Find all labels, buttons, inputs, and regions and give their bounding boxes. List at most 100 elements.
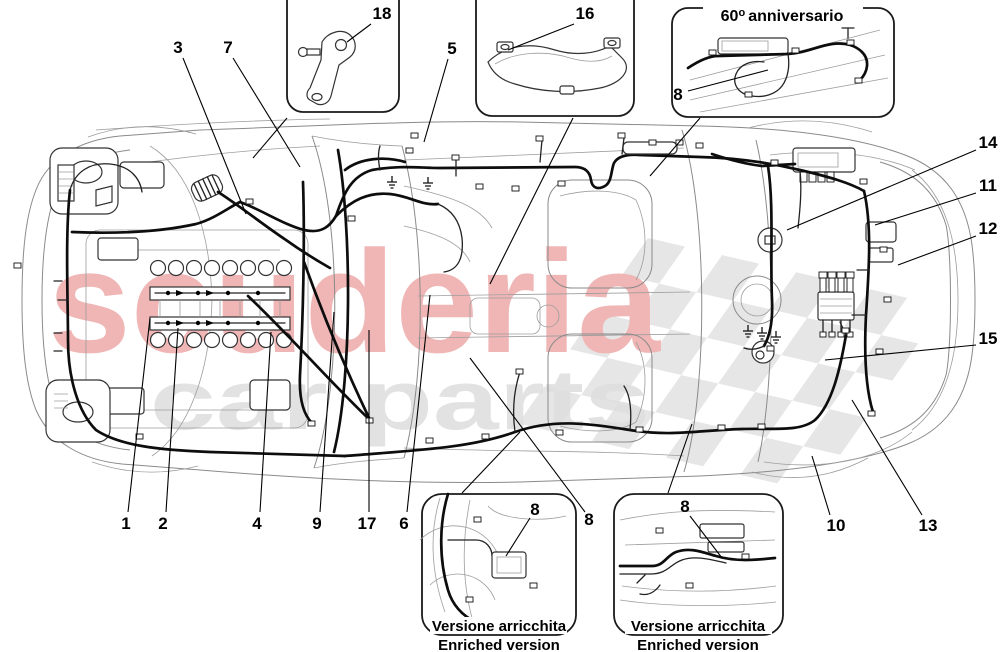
leader-11 bbox=[874, 192, 977, 226]
enriched-left-drawing bbox=[419, 492, 567, 624]
inset-enriched-left: 8 Versione arricchita Enriched version bbox=[419, 431, 577, 652]
flag-cell bbox=[781, 317, 845, 364]
callout-10: 10 bbox=[827, 516, 846, 535]
caption-en-right: Enriched version bbox=[637, 637, 759, 652]
leader-2 bbox=[165, 327, 179, 513]
flag-cell bbox=[707, 300, 771, 347]
flag-cell bbox=[792, 363, 856, 410]
leader-3 bbox=[182, 57, 247, 215]
wiring-harness bbox=[53, 137, 875, 458]
cover-part-drawing bbox=[487, 37, 628, 95]
callout-3: 3 bbox=[173, 38, 182, 57]
callout-16: 16 bbox=[576, 4, 595, 23]
title-degree: o bbox=[738, 7, 745, 19]
inset-cover: 16 bbox=[475, 0, 635, 285]
flag-cell bbox=[803, 409, 867, 455]
flag-cell bbox=[729, 392, 793, 438]
cylinder-bank-top bbox=[149, 259, 293, 277]
leader-7 bbox=[232, 57, 301, 168]
flag-cell bbox=[581, 357, 645, 404]
flag-cell bbox=[518, 386, 582, 433]
leader-18 bbox=[346, 23, 372, 43]
callout-9: 9 bbox=[312, 514, 321, 533]
cabin-seats bbox=[469, 179, 782, 443]
inset-bracket-pointer bbox=[252, 117, 288, 159]
callout-18: 18 bbox=[373, 4, 392, 23]
leader-15 bbox=[824, 344, 977, 361]
flag-cell bbox=[696, 255, 760, 301]
headlight-left-top bbox=[49, 147, 119, 215]
callout-14: 14 bbox=[979, 133, 998, 152]
flag-cell bbox=[666, 420, 730, 467]
engine-block bbox=[85, 174, 309, 429]
leader-1 bbox=[127, 317, 151, 513]
callout-7: 7 bbox=[223, 38, 232, 57]
leader-13 bbox=[851, 399, 923, 516]
flag-cell bbox=[644, 329, 708, 375]
watermark-subtitle: car parts bbox=[150, 353, 650, 447]
leader-12 bbox=[897, 235, 977, 266]
leader-5 bbox=[423, 58, 449, 143]
title-anniversario: anniversario bbox=[748, 8, 843, 25]
flag-cell bbox=[770, 272, 834, 318]
flag-cell bbox=[592, 403, 656, 450]
flag-cell bbox=[855, 334, 919, 381]
callout-1: 1 bbox=[121, 514, 130, 533]
inset-cover-pointer bbox=[489, 117, 574, 285]
inset-bracket: 18 bbox=[252, 0, 400, 159]
leader-6 bbox=[406, 294, 431, 513]
watermark-brand: scuderia bbox=[48, 220, 662, 383]
leader-8-anniversario bbox=[687, 69, 769, 92]
watermark-layer: scuderia car parts bbox=[48, 220, 919, 484]
harness-connectors bbox=[13, 132, 892, 444]
checkered-flag bbox=[518, 238, 919, 484]
flex-conduit bbox=[190, 174, 224, 202]
inset-anniversario-pointer bbox=[649, 117, 701, 177]
callout-8-anniversario: 8 bbox=[673, 85, 682, 104]
callout-2: 2 bbox=[158, 514, 167, 533]
flag-cell bbox=[740, 437, 804, 484]
enriched-right-drawing bbox=[618, 510, 777, 607]
callout-8-left-box: 8 bbox=[530, 500, 539, 519]
callout-8-right-box: 8 bbox=[680, 497, 689, 516]
leader-8-right-box bbox=[689, 515, 723, 559]
inset-right-pointer bbox=[667, 423, 693, 494]
callout-8-main: 8 bbox=[584, 510, 593, 529]
leader-4 bbox=[259, 331, 272, 513]
callout-4: 4 bbox=[252, 514, 262, 533]
leader-16 bbox=[507, 23, 575, 51]
caption-en-left: Enriched version bbox=[438, 637, 560, 652]
flag-cell bbox=[655, 374, 719, 421]
callout-6: 6 bbox=[399, 514, 408, 533]
rear-relay-bracket bbox=[865, 221, 897, 263]
callout-13: 13 bbox=[919, 516, 938, 535]
flag-cell bbox=[633, 283, 697, 330]
anniversario-drawing bbox=[686, 27, 889, 113]
flag-cell bbox=[622, 238, 686, 284]
injector-rails bbox=[149, 286, 291, 331]
callout-15: 15 bbox=[979, 329, 998, 348]
caption-backing-left bbox=[430, 617, 567, 634]
callouts: 3 7 5 14 11 12 15 1 2 4 9 17 6 8 10 13 bbox=[121, 38, 998, 535]
leader-14 bbox=[786, 149, 977, 231]
caption-it-left: Versione arricchita bbox=[432, 618, 567, 635]
front-reservoir bbox=[119, 161, 165, 189]
title-60: 60 bbox=[721, 8, 739, 25]
inset-left-pointer bbox=[461, 431, 521, 494]
bracket-part-drawing bbox=[297, 30, 356, 106]
callout-5: 5 bbox=[447, 39, 456, 58]
fuse-box bbox=[817, 271, 855, 338]
leader-9 bbox=[319, 311, 335, 513]
leader-8-main bbox=[469, 357, 586, 513]
callout-12: 12 bbox=[979, 219, 998, 238]
leader-10 bbox=[811, 455, 831, 516]
inset-enriched-right: 8 Versione arricchita Enriched version bbox=[613, 423, 784, 652]
title-backing bbox=[703, 2, 863, 22]
callout-11: 11 bbox=[979, 176, 997, 195]
caption-backing-right bbox=[625, 617, 772, 634]
leader-8-left-box bbox=[505, 517, 531, 557]
